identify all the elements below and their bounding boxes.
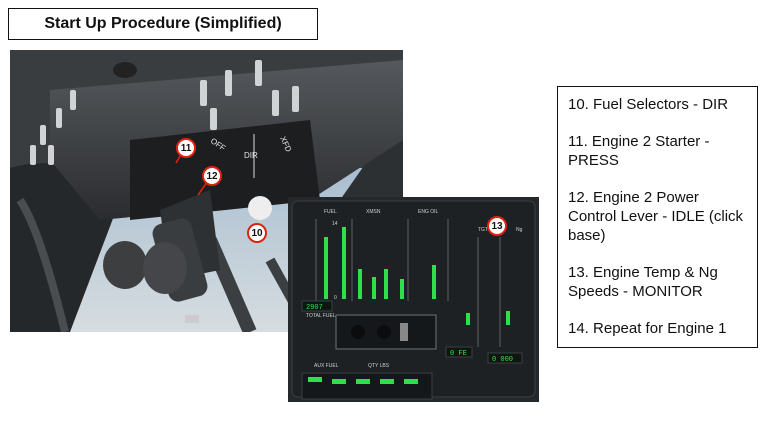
step-item: 12. Engine 2 Power Control Lever - IDLE … — [568, 189, 744, 244]
panel-total-fuel-label: TOTAL FUEL — [306, 313, 336, 319]
panel-eng-oil-label: ENG OIL — [418, 209, 439, 215]
panel-fuel-label: FUEL — [324, 209, 337, 215]
step-item: 11. Engine 2 Starter - PRESS — [568, 133, 710, 169]
step-item: 10. Fuel Selectors - DIR — [568, 96, 729, 113]
callout-12-text: 12 — [206, 170, 218, 182]
panel-scale-top: 14 — [332, 221, 338, 227]
callout-13-text: 13 — [491, 220, 503, 232]
callout-11: 11 — [176, 138, 196, 158]
panel-aux-fuel-label: AUX FUEL — [314, 363, 339, 369]
callout-12: 12 — [202, 166, 222, 186]
callout-13: 13 — [487, 216, 507, 236]
panel-scale-bottom: 0 — [334, 295, 337, 301]
step-item: 13. Engine Temp & Ng Speeds - MONITOR — [568, 264, 718, 300]
panel-ng-readout: 0 000 — [492, 356, 513, 364]
panel-tgt-label: TGT — [478, 227, 488, 233]
panel-xmsn-label: XMSN — [366, 209, 381, 215]
page-title: Start Up Procedure (Simplified) — [8, 8, 318, 40]
panel-qty-lbs-label: QTY LBS — [368, 363, 390, 369]
panel-total-fuel-value: 2907 — [306, 304, 323, 312]
callout-10: 10 — [247, 223, 267, 243]
callout-10-text: 10 — [251, 227, 263, 239]
step-item: 14. Repeat for Engine 1 — [568, 320, 727, 337]
steps-list: 10. Fuel Selectors - DIR 11. Engine 2 St… — [557, 86, 758, 348]
label-dir: DIR — [244, 151, 258, 160]
panel-tgt-readout: 0 FE — [450, 350, 467, 358]
page-title-text: Start Up Procedure (Simplified) — [44, 15, 282, 32]
panel-ng-label: Ng — [516, 227, 523, 233]
callout-11-text: 11 — [180, 142, 192, 154]
